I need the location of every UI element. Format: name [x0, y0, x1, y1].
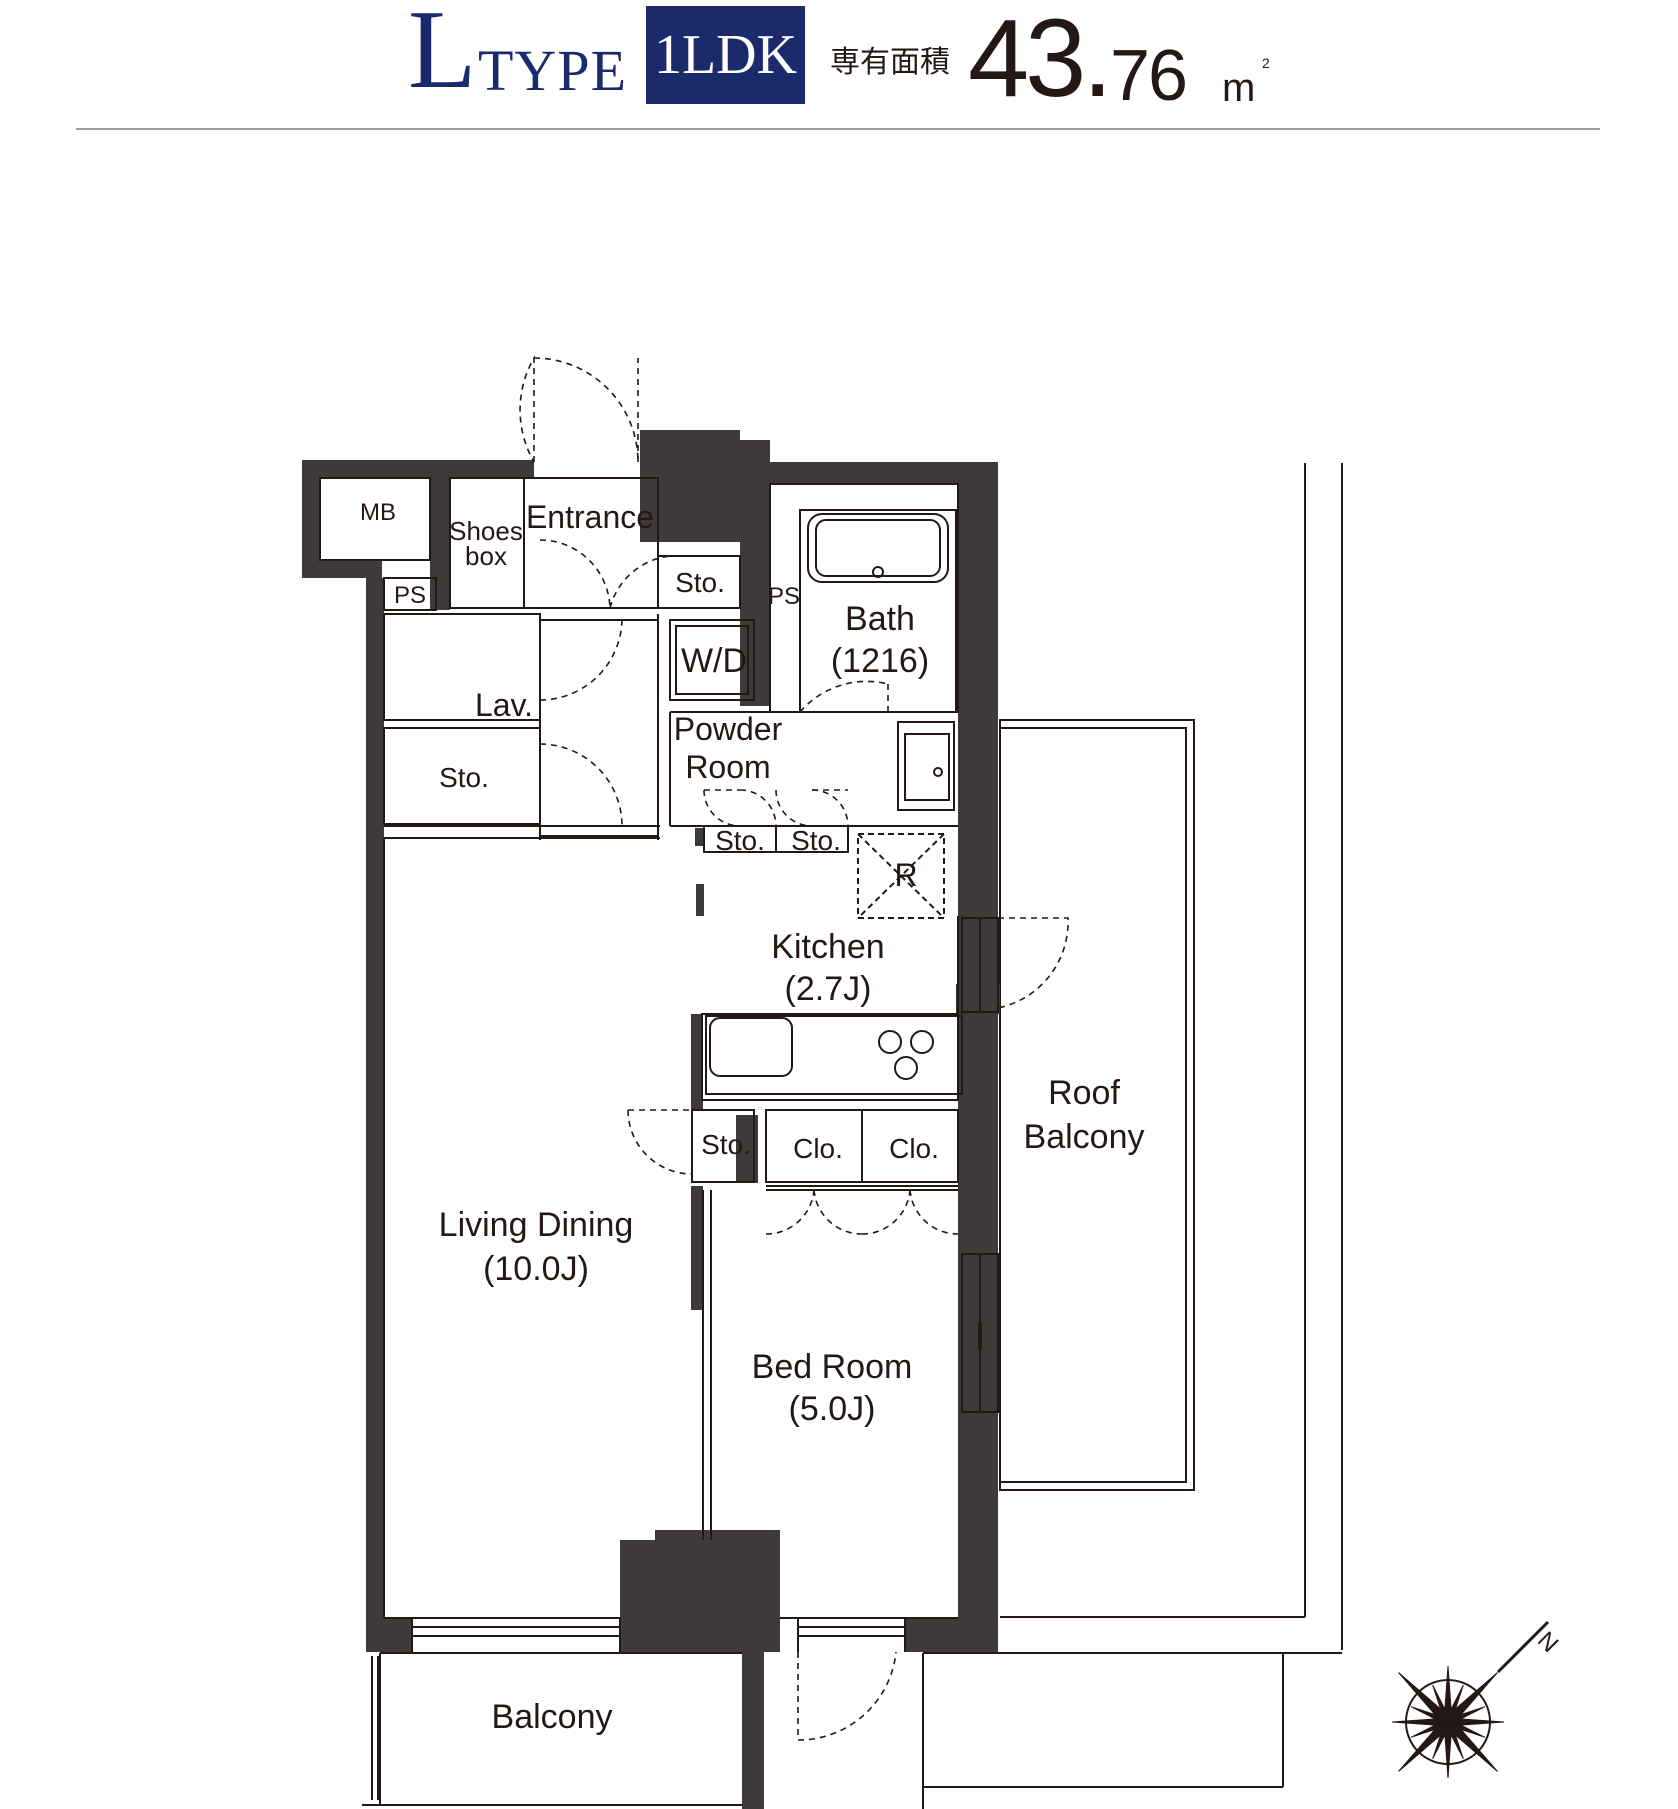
label-powder-room-line2: Room: [685, 749, 770, 785]
label-clo-2: Clo.: [889, 1133, 939, 1164]
label-roof-balcony-line1: Roof: [1048, 1074, 1120, 1112]
door-swings: [444, 355, 1069, 1741]
property-lines: [362, 463, 1343, 1809]
header-divider: [76, 128, 1600, 130]
type-letter: L: [408, 0, 477, 112]
label-sto-entrance: Sto.: [675, 567, 725, 598]
plan-header: L TYPE 1LDK 専有面積 43. 76 m 2: [0, 0, 1678, 140]
label-sto-hall: Sto.: [439, 762, 489, 793]
label-lav: Lav.: [475, 687, 533, 723]
label-sto-small-1: Sto.: [715, 825, 765, 856]
area-integer: 43.: [968, 0, 1113, 120]
area-decimal: 76: [1110, 36, 1188, 116]
label-bath-size: (1216): [831, 642, 929, 680]
roof-balcony-outline: [999, 719, 1195, 1491]
label-mb: MB: [360, 499, 396, 526]
label-roof-balcony-line2: Balcony: [1024, 1118, 1145, 1156]
label-kitchen-size: (2.7J): [785, 970, 872, 1008]
area-unit: m: [1222, 66, 1256, 110]
plan-type-label: 1LDK: [653, 24, 798, 86]
label-shoes-box-line1: Shoes: [449, 516, 523, 546]
label-bath: Bath: [845, 600, 915, 638]
label-living-dining-size: (10.0J): [483, 1250, 589, 1288]
area-label: 専有面積: [830, 45, 950, 80]
label-bed-room: Bed Room: [752, 1348, 913, 1386]
type-word: TYPE: [478, 38, 627, 103]
label-bed-room-size: (5.0J): [789, 1390, 876, 1428]
label-kitchen: Kitchen: [771, 928, 884, 966]
area-unit-superscript: 2: [1262, 55, 1270, 71]
room-labels: MB PS Shoes box Entrance Sto. PS Bath (1…: [360, 499, 1144, 1736]
label-living-dining: Living Dining: [439, 1206, 634, 1244]
label-sto-bed: Sto.: [701, 1129, 751, 1160]
label-shoes-box-line2: box: [465, 541, 507, 571]
label-wd: W/D: [681, 642, 747, 680]
label-refrigerator: R: [894, 857, 917, 893]
room-lines: [319, 477, 999, 1800]
label-ps-left: PS: [394, 582, 426, 609]
label-entrance: Entrance: [526, 499, 654, 535]
label-sto-small-2: Sto.: [791, 825, 841, 856]
walls: [302, 430, 1000, 1809]
label-ps-bath: PS: [768, 583, 800, 610]
label-balcony: Balcony: [492, 1698, 613, 1736]
label-clo-1: Clo.: [793, 1133, 843, 1164]
plan-type-badge: 1LDK: [646, 6, 805, 104]
compass-rose-icon: [1391, 1620, 1550, 1779]
label-powder-room-line1: Powder: [674, 711, 783, 747]
